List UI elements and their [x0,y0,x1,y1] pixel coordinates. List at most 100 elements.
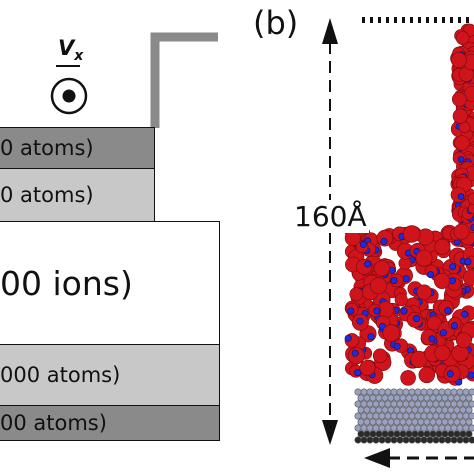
substrate-atom [453,406,461,414]
cation-atom [461,310,469,318]
oxygen-atom [394,293,408,307]
substrate-atom [411,394,419,402]
substrate-atom [390,400,398,408]
height-arrow-top-head [322,18,338,44]
cation-atom [400,307,408,315]
substrate-atom [435,418,443,426]
substrate-atom [411,406,419,414]
substrate-atom [468,412,474,420]
substrate-atom [357,406,365,414]
substrate-atom [375,406,383,414]
substrate-atom [432,436,440,444]
substrate-atom [444,424,452,432]
oxygen-atom [455,31,470,45]
oxygen-atom [450,51,467,68]
substrate-atom [417,418,425,426]
substrate-atom [429,418,437,426]
substrate-atom [408,424,416,432]
substrate-atom [408,412,416,420]
cation-atom [367,333,375,341]
substrate-atom [426,436,434,444]
cation-atom [359,240,367,248]
layer-top-light: 0 atoms) [0,168,155,222]
cation-atom [413,314,421,322]
substrate-atom [384,412,392,420]
height-arrow-bottom-head [322,420,338,445]
substrate-atom [447,394,455,402]
simulation-snapshot [322,17,474,468]
substrate-atom [393,418,401,426]
oxygen-atom [370,277,387,295]
substrate-atom [417,406,425,414]
cation-atom [446,370,454,378]
substrate-atom [456,400,464,408]
substrate-atom [426,388,434,396]
substrate-atom [456,436,464,444]
cation-atom [427,271,435,279]
substrate-atom [405,418,413,426]
substrate-atom [387,394,395,402]
substrate-atom [438,436,446,444]
wall-outline [150,32,218,128]
oxygen-atom [462,269,474,286]
substrate-atom [423,394,431,402]
substrate-atom [378,400,386,408]
substrate-atom [417,394,425,402]
substrate-atom [378,436,386,444]
substrate-atom [366,436,374,444]
cation-atom [344,334,352,342]
layer-top-dark-label: 0 atoms) [0,136,94,160]
substrate-atom [369,430,377,438]
substrate-atom [414,424,422,432]
substrate-atom [384,400,392,408]
velocity-dot-icon [62,89,76,103]
substrate-atom [441,430,449,438]
schematic-panel: Vx 0 atoms) 0 atoms) 00 ions) 000 atoms)… [0,32,220,441]
substrate-atom [375,430,383,438]
substrate-atom [453,394,461,402]
oxygen-atom [434,344,451,362]
oxygen-atom [372,348,388,364]
substrate-atom [468,400,474,408]
layer-ions: 00 ions) [0,221,220,345]
substrate-atom [417,430,425,438]
substrate-atom [420,424,428,432]
atoms-group [344,23,474,444]
substrate-atom [462,412,470,420]
layer-ions-label: 00 ions) [0,263,133,303]
substrate-atom [381,394,389,402]
substrate-atom [456,424,464,432]
substrate-atom [396,388,404,396]
cation-atom [464,258,472,266]
substrate-atom [453,418,461,426]
substrate-atom [450,424,458,432]
substrate-atom [372,424,380,432]
substrate-atom [396,436,404,444]
cation-atom [448,277,456,285]
substrate-atom [468,424,474,432]
schematic-outline [50,32,218,128]
cation-atom [380,237,388,245]
substrate-atom [390,388,398,396]
substrate-atom [396,424,404,432]
substrate-atom [444,388,452,396]
substrate-atom [399,430,407,438]
substrate-atom [393,406,401,414]
shear-arrow-head [364,448,390,468]
substrate-atom [378,388,386,396]
cation-atom [373,307,381,315]
substrate-atom [444,436,452,444]
substrate-atom [396,400,404,408]
substrate-atom [459,406,467,414]
velocity-label: Vx [58,36,84,65]
substrate-atom [375,394,383,402]
substrate-atom [372,436,380,444]
substrate-atom [447,418,455,426]
substrate-atom [450,412,458,420]
oxygen-atom [418,366,436,384]
substrate-atom [441,406,449,414]
layer-bottom-light-label: 000 atoms) [0,363,121,387]
substrate-atom [423,430,431,438]
cation-atom [428,335,436,343]
oxygen-atom [434,238,451,255]
